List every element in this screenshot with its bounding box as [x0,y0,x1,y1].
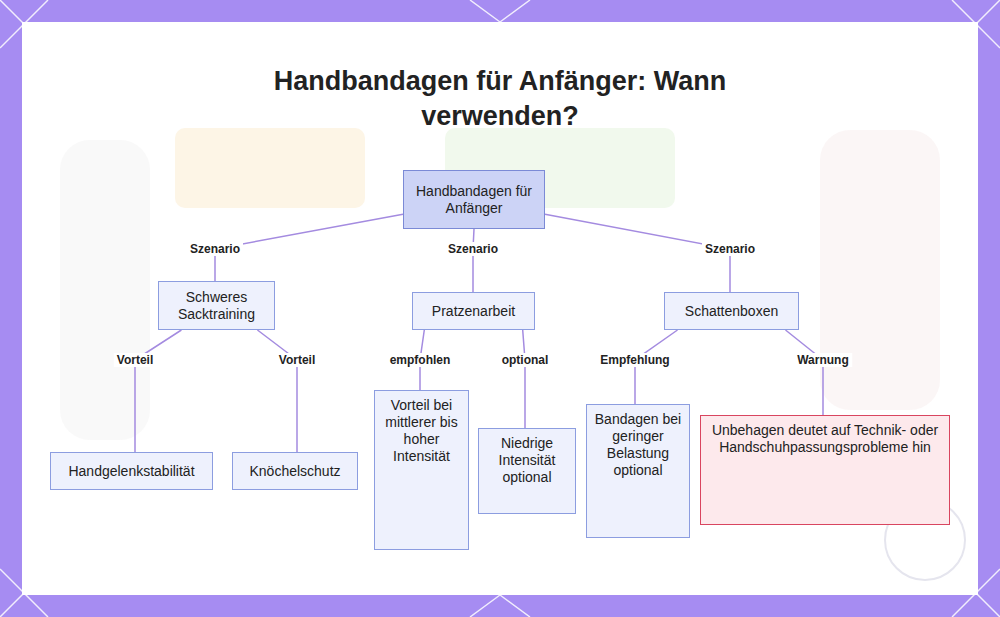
node-text: Knöchelschutz [249,463,340,480]
node-text: Pratzenarbeit [432,303,515,320]
edge-label: optional [499,353,552,367]
process-box: Niedrige Intensität optional [478,428,576,514]
diagram-title: Handbandagen für Anfänger: Wann verwende… [200,64,800,134]
process-box: Vorteil bei mittlerer bis hoher Intensit… [374,390,469,550]
node-text: Handgelenkstabilität [68,463,194,480]
node-text: Bandagen bei geringer Belastung optional [593,411,683,479]
process-box: Pratzenarbeit [412,292,535,330]
connector [523,330,525,428]
node-text: Niedrige Intensität optional [485,435,569,486]
process-box: Schattenboxen [664,292,799,330]
connector [215,214,403,281]
edge-label: Empfehlung [597,353,672,367]
edge-label: Szenario [187,242,243,256]
edge-label: Warnung [794,353,852,367]
edge-label: Szenario [445,242,501,256]
process-box: Bandagen bei geringer Belastung optional [586,404,690,538]
connector [473,229,474,292]
node-text: Unbehagen deutet auf Technik- oder Hands… [707,422,943,456]
process-box: Handgelenkstabilität [50,452,213,490]
connector [786,330,824,415]
process-box: Knöchelschutz [232,452,358,490]
process-box: Schweres Sacktraining [158,281,275,330]
connector [135,330,181,452]
edge-label: Vorteil [114,353,156,367]
edge-label: Vorteil [276,353,318,367]
node-text: Schattenboxen [685,303,778,320]
panel [22,22,978,595]
root-box: Handbandagen für Anfänger [403,170,545,229]
connector [257,330,297,452]
node-text: Vorteil bei mittlerer bis hoher Intensit… [381,397,462,465]
node-text: Schweres Sacktraining [165,289,268,323]
connector [635,330,678,404]
warning-box: Unbehagen deutet auf Technik- oder Hands… [700,415,950,525]
edge-label: empfohlen [387,353,454,367]
edge-label: Szenario [702,242,758,256]
node-text: Handbandagen für Anfänger [410,183,538,217]
blurred-photo [60,128,940,440]
